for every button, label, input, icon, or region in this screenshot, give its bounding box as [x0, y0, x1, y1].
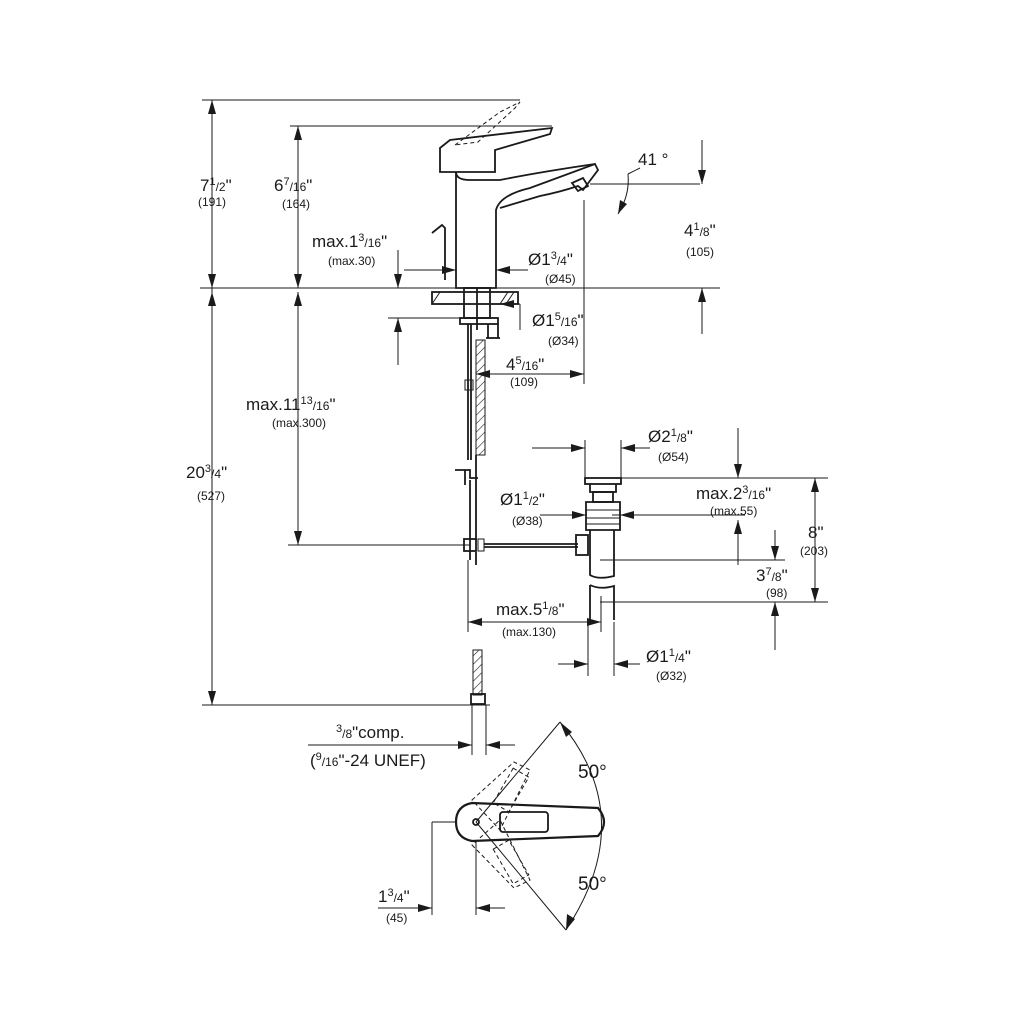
label-spout-height-mm: (164): [282, 197, 310, 211]
label-tail-max: max.1113/16": [246, 395, 335, 414]
label-angle-lower: 50°: [578, 874, 607, 895]
label-waste-body-dia: Ø11/2": [500, 490, 545, 509]
label-tailpiece-mm: (98): [766, 586, 787, 600]
label-outlet-offset-mm: (109): [510, 375, 538, 389]
label-outlet-offset: 45/16": [506, 355, 544, 374]
label-waste-max: max.23/16": [696, 484, 771, 503]
label-rod-max: max.51/8": [496, 600, 564, 619]
label-supply-height: 203/4": [186, 463, 227, 482]
label-tail-max-mm: (max.300): [272, 416, 326, 430]
lever-top-view: [378, 721, 606, 931]
dimension-lines: [202, 99, 828, 755]
label-tailpiece: 37/8": [756, 566, 788, 585]
label-waste-total: 8": [808, 523, 824, 542]
dimension-labels: 71/2" (191) 67/16" (164) 41 ° 41/8" (105…: [186, 150, 828, 925]
label-hole-dia: Ø15/16": [532, 311, 584, 330]
label-tail-dia: Ø11/4": [646, 647, 691, 666]
label-deck-max: max.13/16": [312, 232, 387, 251]
label-lever-offset-mm: (45): [386, 911, 407, 925]
faucet-side-view: [200, 101, 720, 705]
label-comp-thread: (9/16"-24 UNEF): [310, 751, 426, 770]
label-comp: 3/8"comp.: [336, 723, 404, 742]
label-lever-offset: 13/4": [378, 887, 410, 906]
label-total-height: 71/2": [200, 176, 232, 195]
waste-assembly: [575, 477, 622, 622]
label-deck-max-mm: (max.30): [328, 254, 375, 268]
label-total-height-mm: (191): [198, 195, 226, 209]
label-rod-max-mm: (max.130): [502, 625, 556, 639]
label-outlet-height: 41/8": [684, 221, 716, 240]
label-angle-upper: 50°: [578, 762, 607, 783]
label-outlet-height-mm: (105): [686, 245, 714, 259]
label-tail-dia-mm: (Ø32): [656, 669, 687, 683]
label-supply-height-mm: (527): [197, 489, 225, 503]
label-spout-angle: 41 °: [638, 150, 668, 169]
label-waste-flange-dia-mm: (Ø54): [658, 450, 689, 464]
label-waste-body-dia-mm: (Ø38): [512, 514, 543, 528]
label-body-dia-mm: (Ø45): [545, 272, 576, 286]
label-waste-flange-dia: Ø21/8": [648, 427, 693, 446]
label-waste-total-mm: (203): [800, 544, 828, 558]
label-waste-max-mm: (max.55): [710, 504, 757, 518]
label-spout-height: 67/16": [274, 176, 312, 195]
label-hole-dia-mm: (Ø34): [548, 334, 579, 348]
label-body-dia: Ø13/4": [528, 250, 573, 269]
